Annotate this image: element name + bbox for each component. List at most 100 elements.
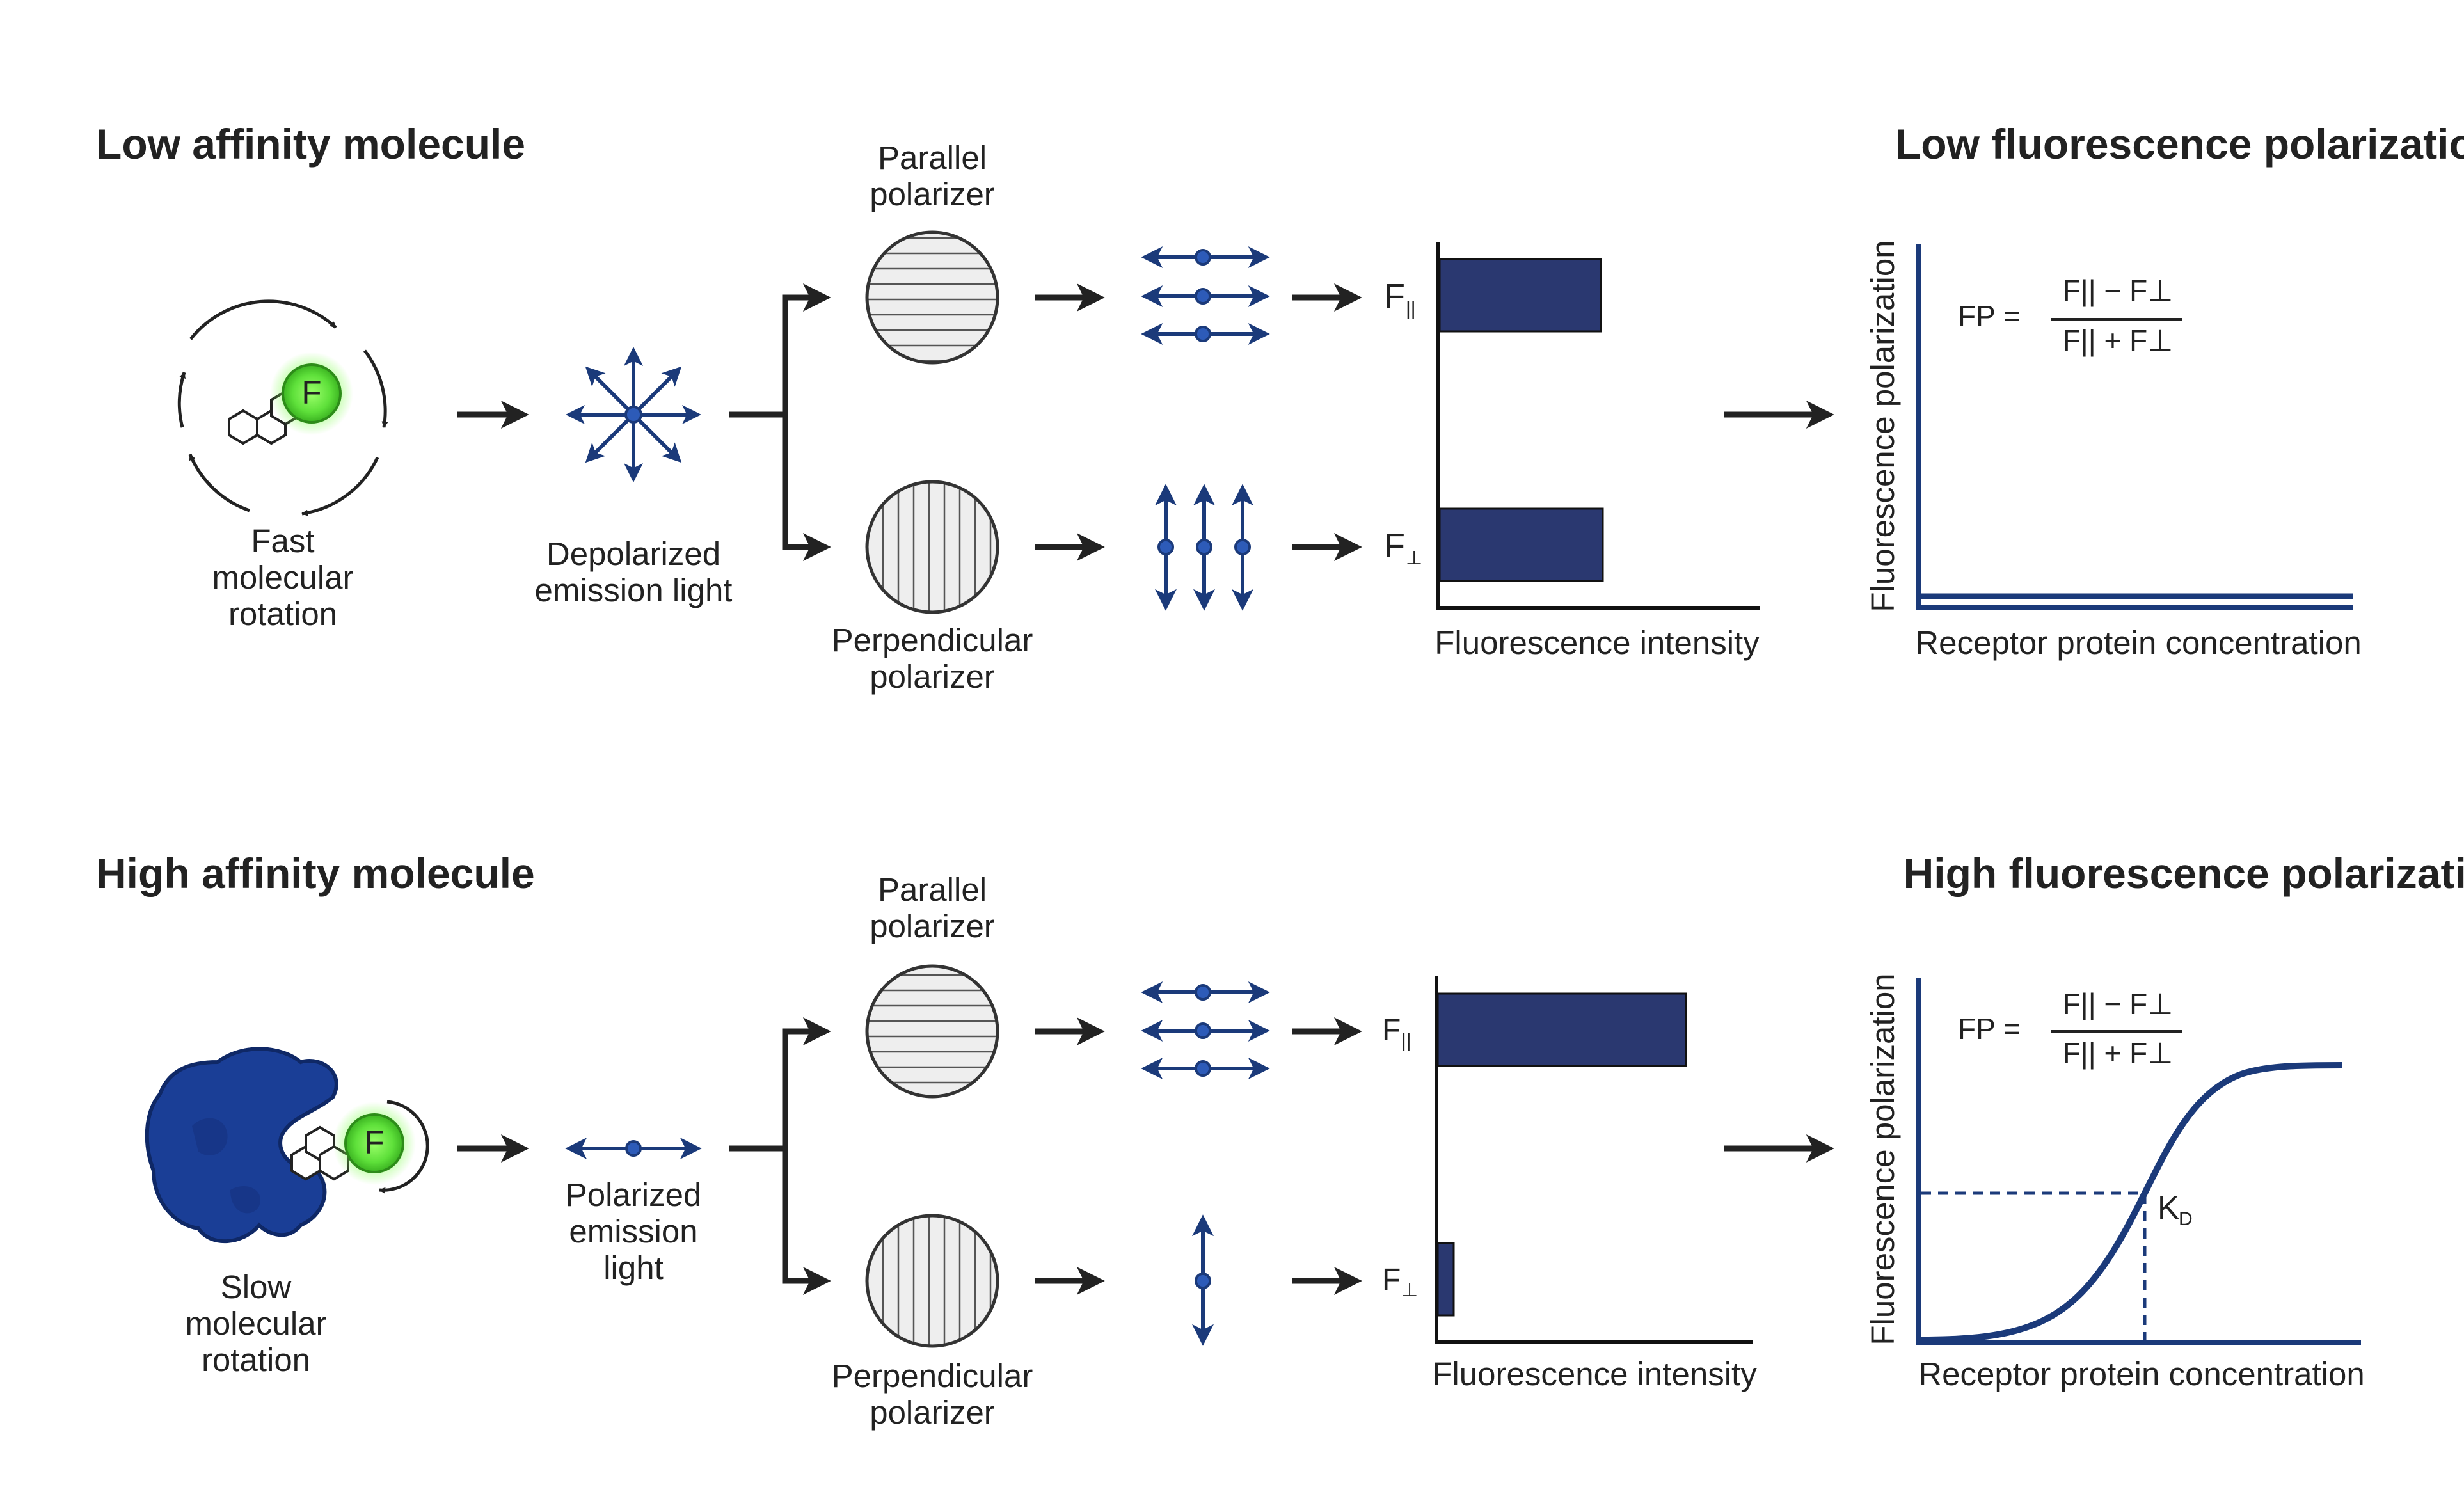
parallel-polarizer-label: Parallel polarizer: [870, 139, 995, 212]
f-parallel-symbol: F ||: [1384, 277, 1416, 319]
svg-text:emission light: emission light: [535, 572, 733, 608]
svg-text:F|| + F⊥: F|| + F⊥: [2063, 324, 2174, 357]
fp-plot-axes: [1916, 978, 2361, 1345]
fp-plot-axes: [1916, 244, 2353, 610]
svg-text:FP =: FP =: [1958, 299, 2021, 333]
svg-text:Depolarized: Depolarized: [546, 536, 720, 572]
kd-guide-lines: [1921, 1191, 2147, 1340]
svg-text:Parallel: Parallel: [878, 871, 987, 908]
f-perp-bar: [1438, 507, 1604, 582]
fp-x-axis-label: Receptor protein concentration: [1918, 1356, 2364, 1392]
rotation-arrow-icon: [189, 299, 337, 340]
slow-rotation-label: Slow molecular rotation: [185, 1269, 326, 1378]
parallel-light-icon: [1141, 246, 1270, 345]
rotation-arrow-icon: [363, 349, 388, 428]
intensity-axis-label: Fluorescence intensity: [1435, 624, 1760, 661]
parallel-light-icon: [1141, 981, 1270, 1079]
f-parallel-bar: [1436, 992, 1687, 1067]
svg-text:molecular: molecular: [185, 1305, 326, 1342]
parallel-polarizer-icon: [865, 230, 999, 365]
fast-rotation-label: Fast molecular rotation: [212, 523, 353, 632]
fp-binding-curve: [1920, 1062, 2342, 1343]
svg-text:polarizer: polarizer: [870, 658, 995, 695]
intensity-axes: [1435, 976, 1753, 1344]
fp-equation: FP = F|| − F⊥ F|| + F⊥: [1958, 987, 2182, 1070]
svg-text:Polarized: Polarized: [566, 1177, 702, 1213]
svg-text:F|| − F⊥: F|| − F⊥: [2063, 274, 2174, 307]
svg-text:molecular: molecular: [212, 559, 353, 596]
low-affinity-row: Low affinity molecule F Fast molecular r…: [96, 120, 2464, 695]
svg-text:light: light: [603, 1250, 664, 1286]
parallel-polarizer-label: Parallel polarizer: [870, 871, 995, 944]
low-affinity-heading: Low affinity molecule: [96, 120, 525, 168]
svg-text:F|| + F⊥: F|| + F⊥: [2063, 1036, 2174, 1070]
svg-text:polarizer: polarizer: [870, 176, 995, 212]
fluorophore-icon: [344, 1113, 404, 1173]
svg-text:||: ||: [1406, 298, 1416, 319]
fp-y-axis-label: Fluorescence polarization: [1864, 240, 1901, 612]
kd-marker: K D: [2158, 1189, 2193, 1230]
svg-text:⊥: ⊥: [1401, 1280, 1418, 1301]
svg-text:rotation: rotation: [228, 596, 337, 632]
high-affinity-row: High affinity molecule F Slow molecular …: [96, 850, 2464, 1431]
fp-y-axis-label: Fluorescence polarization: [1864, 973, 1901, 1345]
perpendicular-polarizer-label: Perpendicular polarizer: [832, 622, 1033, 695]
svg-text:rotation: rotation: [202, 1342, 310, 1378]
polarized-light-icon: [565, 1138, 702, 1159]
svg-text:F|| − F⊥: F|| − F⊥: [2063, 987, 2174, 1020]
svg-text:F: F: [1382, 1013, 1401, 1047]
fluorophore-icon: [282, 363, 342, 424]
fast-rotation-molecule: F: [177, 299, 388, 516]
high-affinity-heading: High affinity molecule: [96, 850, 535, 897]
svg-text:D: D: [2179, 1209, 2193, 1230]
split-arrow-icon: [782, 415, 831, 561]
fluorophore-letter: F: [301, 374, 321, 411]
fp-x-axis-label: Receptor protein concentration: [1915, 624, 2361, 661]
perpendicular-polarizer-label: Perpendicular polarizer: [832, 1358, 1033, 1431]
perpendicular-polarizer-icon: [865, 1214, 999, 1348]
rotation-arrow-icon: [188, 454, 250, 512]
intensity-axis-label: Fluorescence intensity: [1432, 1356, 1757, 1392]
svg-text:Slow: Slow: [221, 1269, 292, 1305]
rotation-arrow-icon: [177, 372, 186, 428]
low-polarization-heading: Low fluorescence polarization: [1895, 120, 2464, 168]
f-parallel-symbol: F ||: [1382, 1013, 1411, 1051]
parallel-polarizer-icon: [865, 964, 999, 1099]
protein-complex: F: [145, 1047, 429, 1243]
polarized-light-label: Polarized emission light: [566, 1177, 702, 1286]
fp-equation: FP = F|| − F⊥ F|| + F⊥: [1958, 274, 2182, 357]
f-perp-bar: [1436, 1242, 1455, 1317]
depolarized-light-label: Depolarized emission light: [535, 536, 733, 608]
svg-text:⊥: ⊥: [1406, 548, 1422, 569]
svg-text:emission: emission: [569, 1213, 697, 1250]
svg-text:K: K: [2158, 1189, 2179, 1226]
svg-text:||: ||: [1401, 1030, 1411, 1051]
protein-icon: [145, 1047, 338, 1243]
split-arrow-icon: [729, 1017, 831, 1152]
rotation-arrow-icon: [379, 1100, 429, 1194]
svg-text:Parallel: Parallel: [878, 139, 987, 176]
fluorophore-letter: F: [364, 1124, 384, 1161]
svg-text:Perpendicular: Perpendicular: [832, 622, 1033, 658]
high-polarization-heading: High fluorescence polarization: [1904, 850, 2464, 897]
f-perp-symbol: F ⊥: [1382, 1263, 1418, 1301]
svg-text:F: F: [1384, 277, 1405, 315]
svg-text:F: F: [1382, 1263, 1401, 1297]
intensity-axes: [1436, 242, 1760, 610]
svg-text:polarizer: polarizer: [870, 1394, 995, 1431]
depolarized-light-icon: [566, 347, 701, 482]
f-parallel-bar: [1438, 258, 1602, 333]
rotation-arrow-icon: [301, 456, 379, 516]
perpendicular-polarizer-icon: [865, 480, 999, 614]
split-arrow-icon: [782, 1148, 831, 1295]
svg-text:Perpendicular: Perpendicular: [832, 1358, 1033, 1394]
f-perp-symbol: F ⊥: [1384, 527, 1422, 569]
svg-text:Fast: Fast: [251, 523, 314, 559]
perpendicular-light-icon: [1155, 484, 1253, 611]
svg-text:polarizer: polarizer: [870, 908, 995, 944]
perpendicular-light-icon: [1192, 1214, 1214, 1346]
svg-text:FP =: FP =: [1958, 1012, 2021, 1045]
svg-text:F: F: [1384, 527, 1405, 565]
split-arrow-icon: [729, 283, 831, 418]
